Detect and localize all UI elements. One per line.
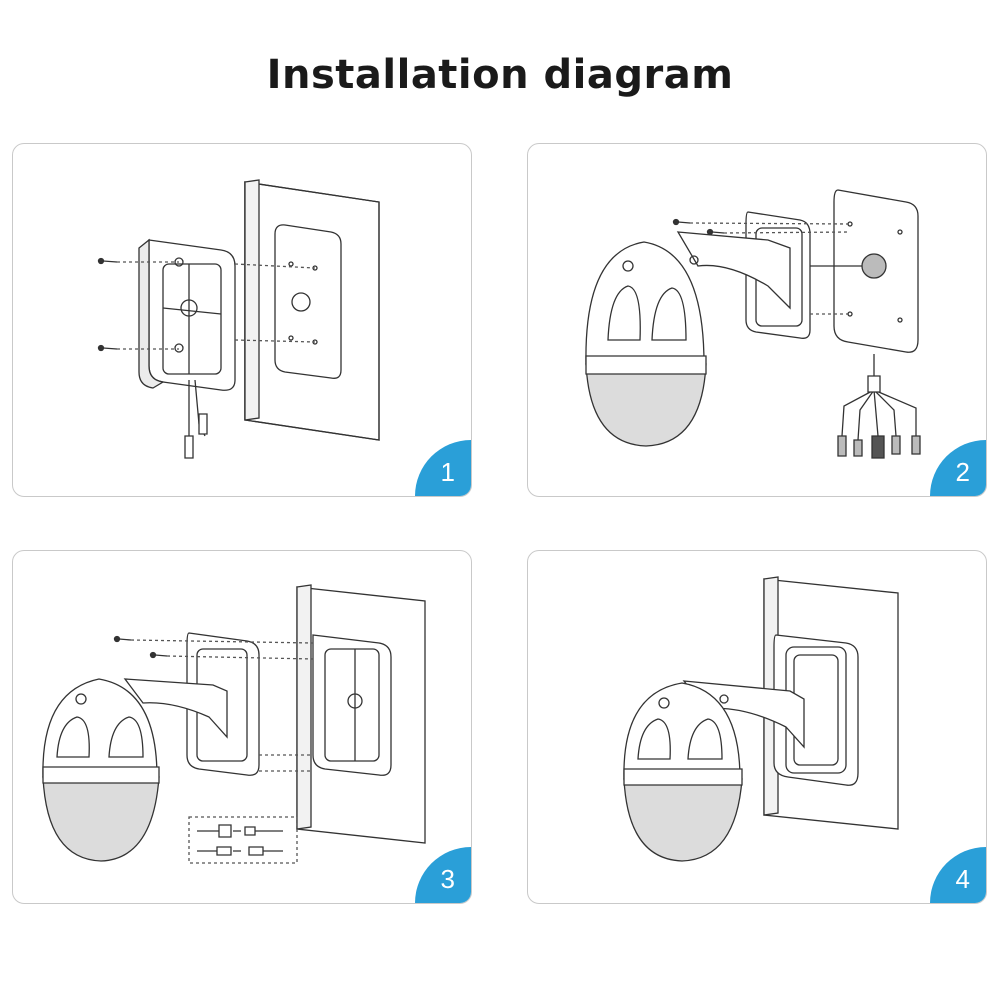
step-1-panel: 1 xyxy=(12,143,472,497)
ptz-camera xyxy=(586,242,706,446)
mounted-junction-box xyxy=(774,635,858,785)
step-1-illustration xyxy=(13,144,472,497)
ptz-camera xyxy=(624,683,742,861)
screw-bottom xyxy=(103,348,117,349)
drill-template xyxy=(275,225,341,378)
step-4-panel: 4 xyxy=(527,550,987,904)
page-title: Installation diagram xyxy=(266,52,734,98)
connector-inset xyxy=(189,817,297,863)
wall xyxy=(245,182,379,440)
bracket-arm xyxy=(678,232,790,308)
step-2-panel: 2 xyxy=(527,143,987,497)
ptz-camera xyxy=(43,679,159,861)
step-3-panel: 3 xyxy=(12,550,472,904)
step-4-illustration xyxy=(528,551,987,904)
step-3-illustration xyxy=(13,551,472,904)
bracket-arm xyxy=(125,679,227,737)
step-number-badge: 3 xyxy=(415,847,471,903)
step-2-illustration xyxy=(528,144,987,497)
junction-box xyxy=(313,635,391,775)
cable-harness xyxy=(842,354,916,440)
screw-top xyxy=(103,261,117,262)
